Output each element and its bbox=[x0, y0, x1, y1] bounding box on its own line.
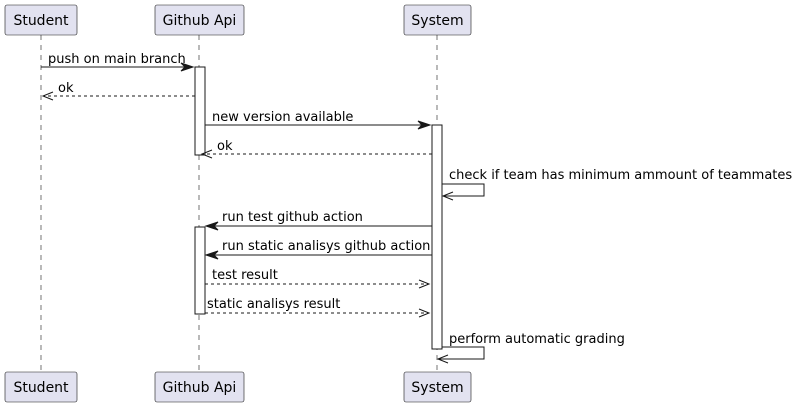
participant-github-api-top: Github Api bbox=[154, 4, 245, 36]
message-label: run test github action bbox=[222, 210, 363, 225]
participant-label: Student bbox=[13, 13, 69, 29]
message-label: push on main branch bbox=[48, 52, 186, 67]
message-label: ok bbox=[58, 81, 74, 96]
participant-student-top: Student bbox=[4, 4, 78, 36]
activation-github-api-2 bbox=[194, 226, 206, 315]
activation-github-api-1 bbox=[194, 66, 206, 156]
participant-student-bottom: Student bbox=[4, 371, 78, 403]
activation-system bbox=[431, 124, 443, 350]
message-perform-automatic-grading: perform automatic grading bbox=[436, 332, 625, 364]
message-test-result: test result bbox=[205, 268, 431, 289]
message-label: check if team has minimum ammount of tea… bbox=[449, 168, 792, 183]
participant-github-api-bottom: Github Api bbox=[154, 371, 245, 403]
participant-label: Github Api bbox=[163, 380, 237, 396]
participant-system-top: System bbox=[403, 4, 472, 36]
message-push-on-main-branch: push on main branch bbox=[41, 52, 195, 72]
message-ok-to-student: ok bbox=[41, 81, 195, 101]
participant-label: System bbox=[411, 13, 463, 29]
message-run-test-action: run test github action bbox=[204, 210, 432, 231]
message-label: run static analisys github action bbox=[222, 239, 430, 254]
participant-label: System bbox=[411, 380, 463, 396]
message-static-analysis-result: static analisys result bbox=[205, 297, 431, 318]
participant-label: Github Api bbox=[163, 13, 237, 29]
message-label: static analisys result bbox=[207, 297, 340, 312]
message-label: new version available bbox=[212, 110, 353, 125]
message-label: perform automatic grading bbox=[449, 332, 625, 347]
participant-label: Student bbox=[13, 380, 69, 396]
participant-system-bottom: System bbox=[403, 371, 472, 403]
message-ok-to-github-api: ok bbox=[200, 139, 432, 159]
message-label: ok bbox=[217, 139, 233, 154]
message-check-team-size: check if team has minimum ammount of tea… bbox=[441, 168, 792, 201]
message-run-static-analysis-action: run static analisys github action bbox=[204, 239, 432, 260]
message-new-version-available: new version available bbox=[205, 110, 432, 130]
message-label: test result bbox=[212, 268, 278, 283]
